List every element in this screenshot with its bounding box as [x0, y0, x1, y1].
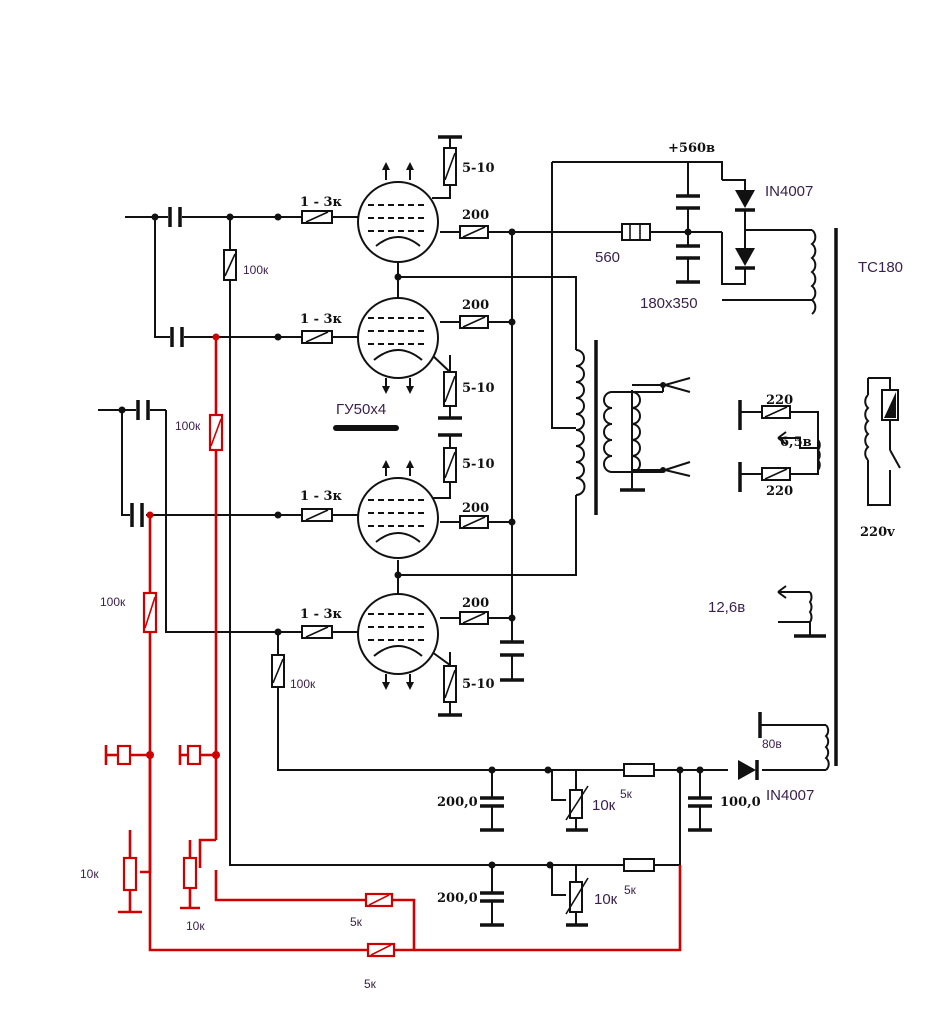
- cath-res-label-1: 5-10: [462, 161, 495, 176]
- tube-4: [357, 593, 439, 690]
- pot-10k-label-2: 10к: [594, 891, 618, 908]
- bias-voltage-label: 80в: [762, 737, 782, 751]
- screen-res-label-2: 200: [462, 298, 489, 313]
- mains-label: 220v: [860, 525, 895, 540]
- res-5k-label-1: 5к: [620, 787, 633, 801]
- cap-200-label-2: 200,0: [437, 891, 478, 906]
- leak-res-label-4: 100к: [290, 677, 316, 691]
- heater-v-label: 6,5в: [780, 435, 812, 450]
- screen-res-label-1: 200: [462, 208, 489, 223]
- transformer-label: TC180: [858, 259, 903, 276]
- tubes-label: ГУ50х4: [336, 401, 386, 418]
- cath-res-label-2: 5-10: [462, 381, 495, 396]
- leak-res-label-2: 100к: [175, 419, 201, 433]
- cath-res-label-3: 5-10: [462, 457, 495, 472]
- diode-top-label: IN4007: [765, 183, 813, 200]
- leak-res-label-3: 100к: [100, 595, 126, 609]
- grid-res-label-2: 1 - 3к: [300, 312, 343, 327]
- heater-res-label-2: 220: [766, 484, 793, 499]
- red-resistors: [104, 413, 396, 958]
- power-transformer: [808, 229, 870, 771]
- diode-bottom-label: IN4007: [766, 787, 814, 804]
- supply-voltage-label: +560в: [668, 141, 715, 156]
- aux-voltage-label: 12,6в: [708, 599, 745, 616]
- rectifier-diodes: [735, 190, 759, 780]
- tube-3: [357, 460, 439, 559]
- coupling-capacitors: [130, 194, 712, 903]
- screen-res-label-3: 200: [462, 501, 489, 516]
- leak-res-label-1: 100к: [243, 263, 269, 277]
- resistors: [223, 147, 899, 915]
- res-5k-label-3: 5к: [350, 915, 363, 929]
- heater-res-label-1: 220: [766, 393, 793, 408]
- red-wiring: [106, 337, 682, 952]
- labels: +560в IN4007 TC180 560 180x350 ГУ50х4 1 …: [80, 141, 903, 991]
- res-5k-label-4: 5к: [364, 977, 377, 991]
- junction-dots: [118, 213, 704, 869]
- tube-1: [357, 162, 439, 263]
- screen-res-label-4: 200: [462, 596, 489, 611]
- pot-10k-label-1: 10к: [592, 797, 616, 814]
- grid-res-label-4: 1 - 3к: [300, 607, 343, 622]
- cap-180x350-label: 180x350: [640, 295, 698, 312]
- cap-100-label: 100,0: [720, 795, 761, 810]
- pot-10k-label-4: 10к: [186, 919, 205, 933]
- cath-res-label-4: 5-10: [462, 677, 495, 692]
- res-5k-label-2: 5к: [624, 883, 637, 897]
- black-wiring: [98, 135, 901, 927]
- pot-10k-label-3: 10к: [80, 867, 99, 881]
- grid-res-label-1: 1 - 3к: [300, 195, 343, 210]
- tube-2: [357, 297, 439, 394]
- grid-res-label-3: 1 - 3к: [300, 489, 343, 504]
- output-transformer: [575, 349, 664, 496]
- res-560-label: 560: [595, 249, 620, 266]
- cap-200-label-1: 200,0: [437, 795, 478, 810]
